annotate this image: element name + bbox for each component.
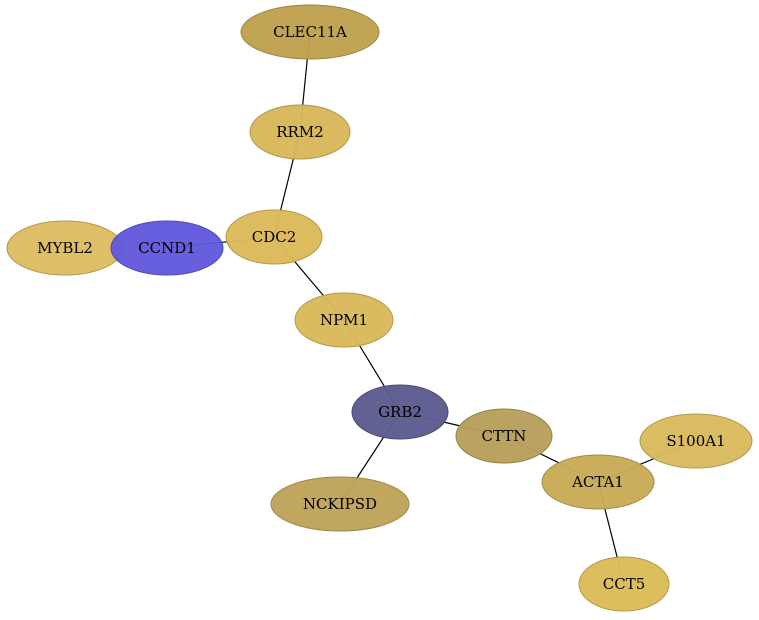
node-npm1[interactable]: NPM1 [294, 292, 394, 348]
node-cct5-shape[interactable] [578, 556, 670, 612]
node-cdc2-label: CDC2 [252, 228, 297, 246]
node-mybl2-label: MYBL2 [37, 239, 93, 257]
node-cttn-shape[interactable] [455, 408, 553, 464]
node-nckipsd[interactable]: NCKIPSD [270, 476, 410, 532]
node-acta1[interactable]: ACTA1 [541, 454, 655, 510]
node-cttn-label: CTTN [482, 427, 527, 445]
node-acta1-shape[interactable] [541, 454, 655, 510]
node-cdc2[interactable]: CDC2 [225, 209, 323, 265]
node-npm1-shape[interactable] [294, 292, 394, 348]
node-ccnd1-shape[interactable] [110, 220, 224, 276]
node-rrm2-label: RRM2 [276, 123, 324, 141]
node-mybl2[interactable]: MYBL2 [6, 220, 124, 276]
node-rrm2-shape[interactable] [249, 104, 351, 160]
node-rrm2[interactable]: RRM2 [249, 104, 351, 160]
node-s100a1[interactable]: S100A1 [639, 413, 753, 469]
node-npm1-label: NPM1 [320, 311, 368, 329]
node-cttn[interactable]: CTTN [455, 408, 553, 464]
node-grb2[interactable]: GRB2 [351, 384, 449, 440]
node-nckipsd-shape[interactable] [270, 476, 410, 532]
node-ccnd1[interactable]: CCND1 [110, 220, 224, 276]
node-clec11a-label: CLEC11A [273, 23, 347, 41]
node-cct5[interactable]: CCT5 [578, 556, 670, 612]
node-clec11a[interactable]: CLEC11A [240, 4, 380, 60]
node-nckipsd-label: NCKIPSD [303, 495, 377, 513]
node-ccnd1-label: CCND1 [138, 239, 196, 257]
node-grb2-shape[interactable] [351, 384, 449, 440]
node-acta1-label: ACTA1 [571, 473, 624, 491]
node-clec11a-shape[interactable] [240, 4, 380, 60]
node-s100a1-shape[interactable] [639, 413, 753, 469]
node-s100a1-label: S100A1 [666, 432, 725, 450]
node-cdc2-shape[interactable] [225, 209, 323, 265]
node-cct5-label: CCT5 [603, 575, 646, 593]
node-grb2-label: GRB2 [378, 403, 422, 421]
